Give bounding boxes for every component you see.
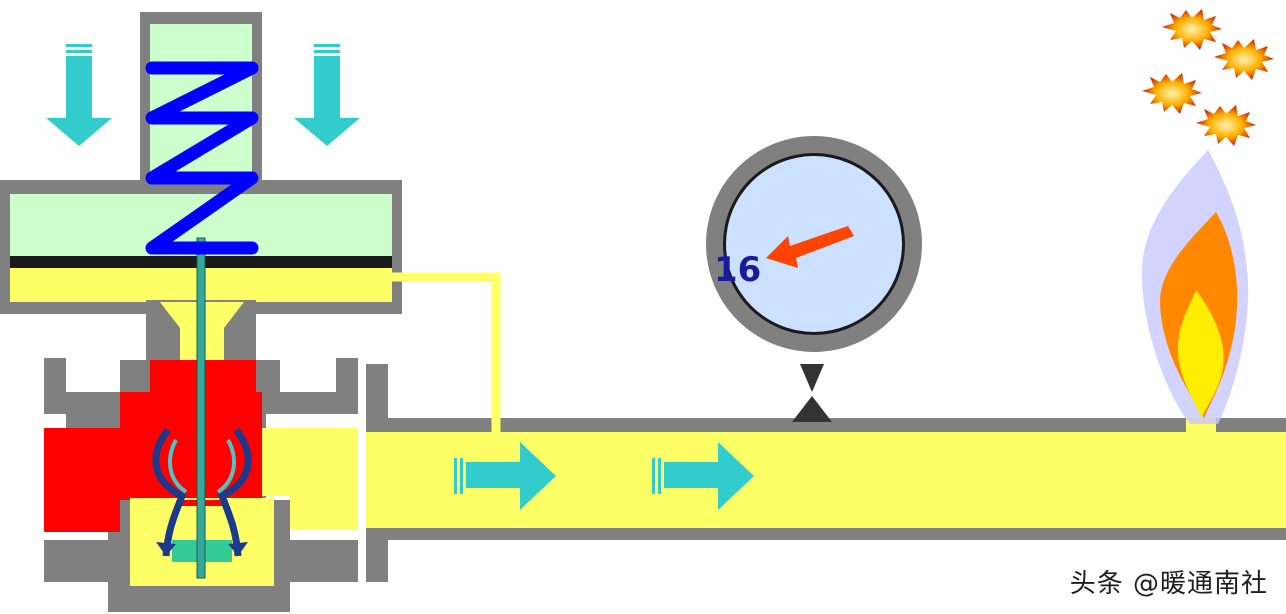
diaphragm-chamber [0,180,402,314]
heat-burst-1 [1162,9,1222,50]
down-arrow-left [46,44,112,146]
valve-stem [196,237,206,579]
inlet-gas [44,360,262,532]
flow-arrow-1 [454,442,556,510]
spring-housing [140,12,262,184]
valve-flow-curls [152,427,252,557]
spring [145,61,259,255]
gauge-reading: 16 [714,250,761,290]
down-arrow-right [294,44,360,146]
outlet-gas [262,428,358,530]
heat-bursts [1142,9,1274,146]
heat-burst-2 [1214,39,1274,80]
gauge-needle [766,226,854,268]
pressure-gauge: 16 [706,136,922,422]
impulse-line [392,272,501,432]
heat-burst-4 [1196,105,1256,146]
heat-burst-3 [1142,73,1202,114]
watermark: 头条 @暖通南社 [1069,569,1268,599]
flow-arrow-2 [652,442,754,510]
burner-flame [1141,150,1249,424]
